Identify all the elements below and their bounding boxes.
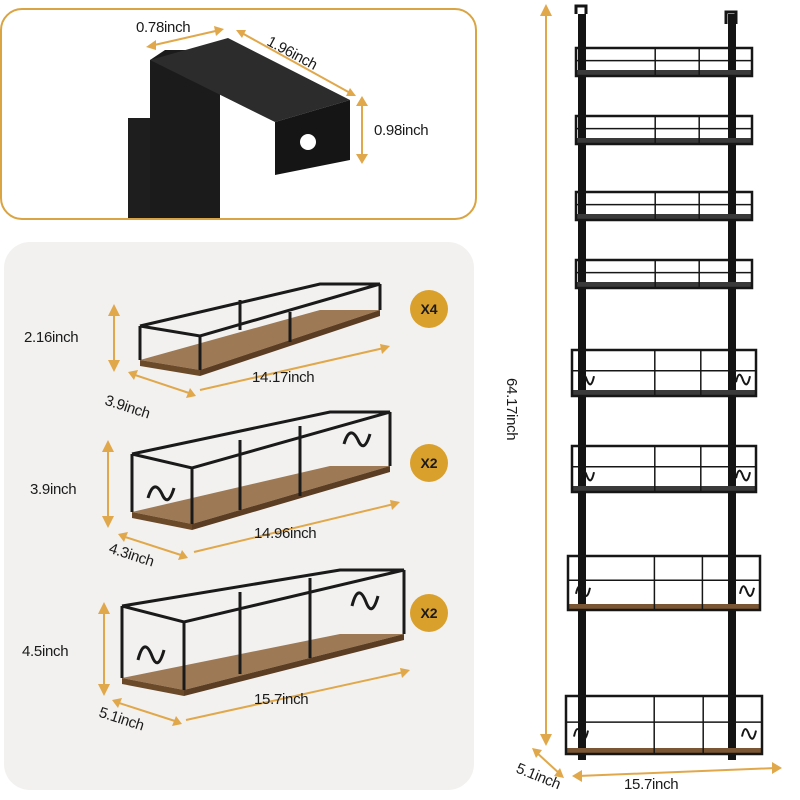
basket-3-quantity-badge: X2 — [410, 594, 448, 632]
rack-shelf — [564, 694, 764, 756]
small-basket-illustration — [108, 282, 390, 398]
rack-shelf — [574, 46, 754, 78]
basket-3-length-label: 15.7inch — [254, 691, 309, 708]
rack-width-label: 15.7inch — [624, 776, 679, 793]
medium-basket-illustration — [102, 410, 400, 560]
basket-3-height-label: 4.5inch — [22, 643, 69, 660]
rack-shelf — [566, 554, 762, 612]
hook-detail-panel — [0, 8, 477, 220]
basket-2-length-label: 14.96inch — [254, 525, 317, 542]
rack-shelf — [574, 190, 754, 222]
large-basket-illustration — [98, 568, 410, 726]
basket-1-length-label: 14.17inch — [252, 369, 315, 386]
rack-shelf — [570, 444, 758, 494]
rack-shelf — [574, 258, 754, 290]
rack-height-label: 64.17inch — [503, 378, 520, 441]
hook-illustration — [128, 26, 368, 218]
rack-shelf — [574, 114, 754, 146]
basket-2-height-label: 3.9inch — [30, 481, 77, 498]
basket-1-height-label: 2.16inch — [24, 329, 79, 346]
rack-shelf — [570, 348, 758, 398]
full-rack-illustration — [532, 4, 782, 782]
basket-2-quantity-badge: X2 — [410, 444, 448, 482]
hook-width-label: 0.78inch — [136, 19, 191, 36]
hook-height-label: 0.98inch — [374, 122, 429, 139]
basket-1-quantity-badge: X4 — [410, 290, 448, 328]
